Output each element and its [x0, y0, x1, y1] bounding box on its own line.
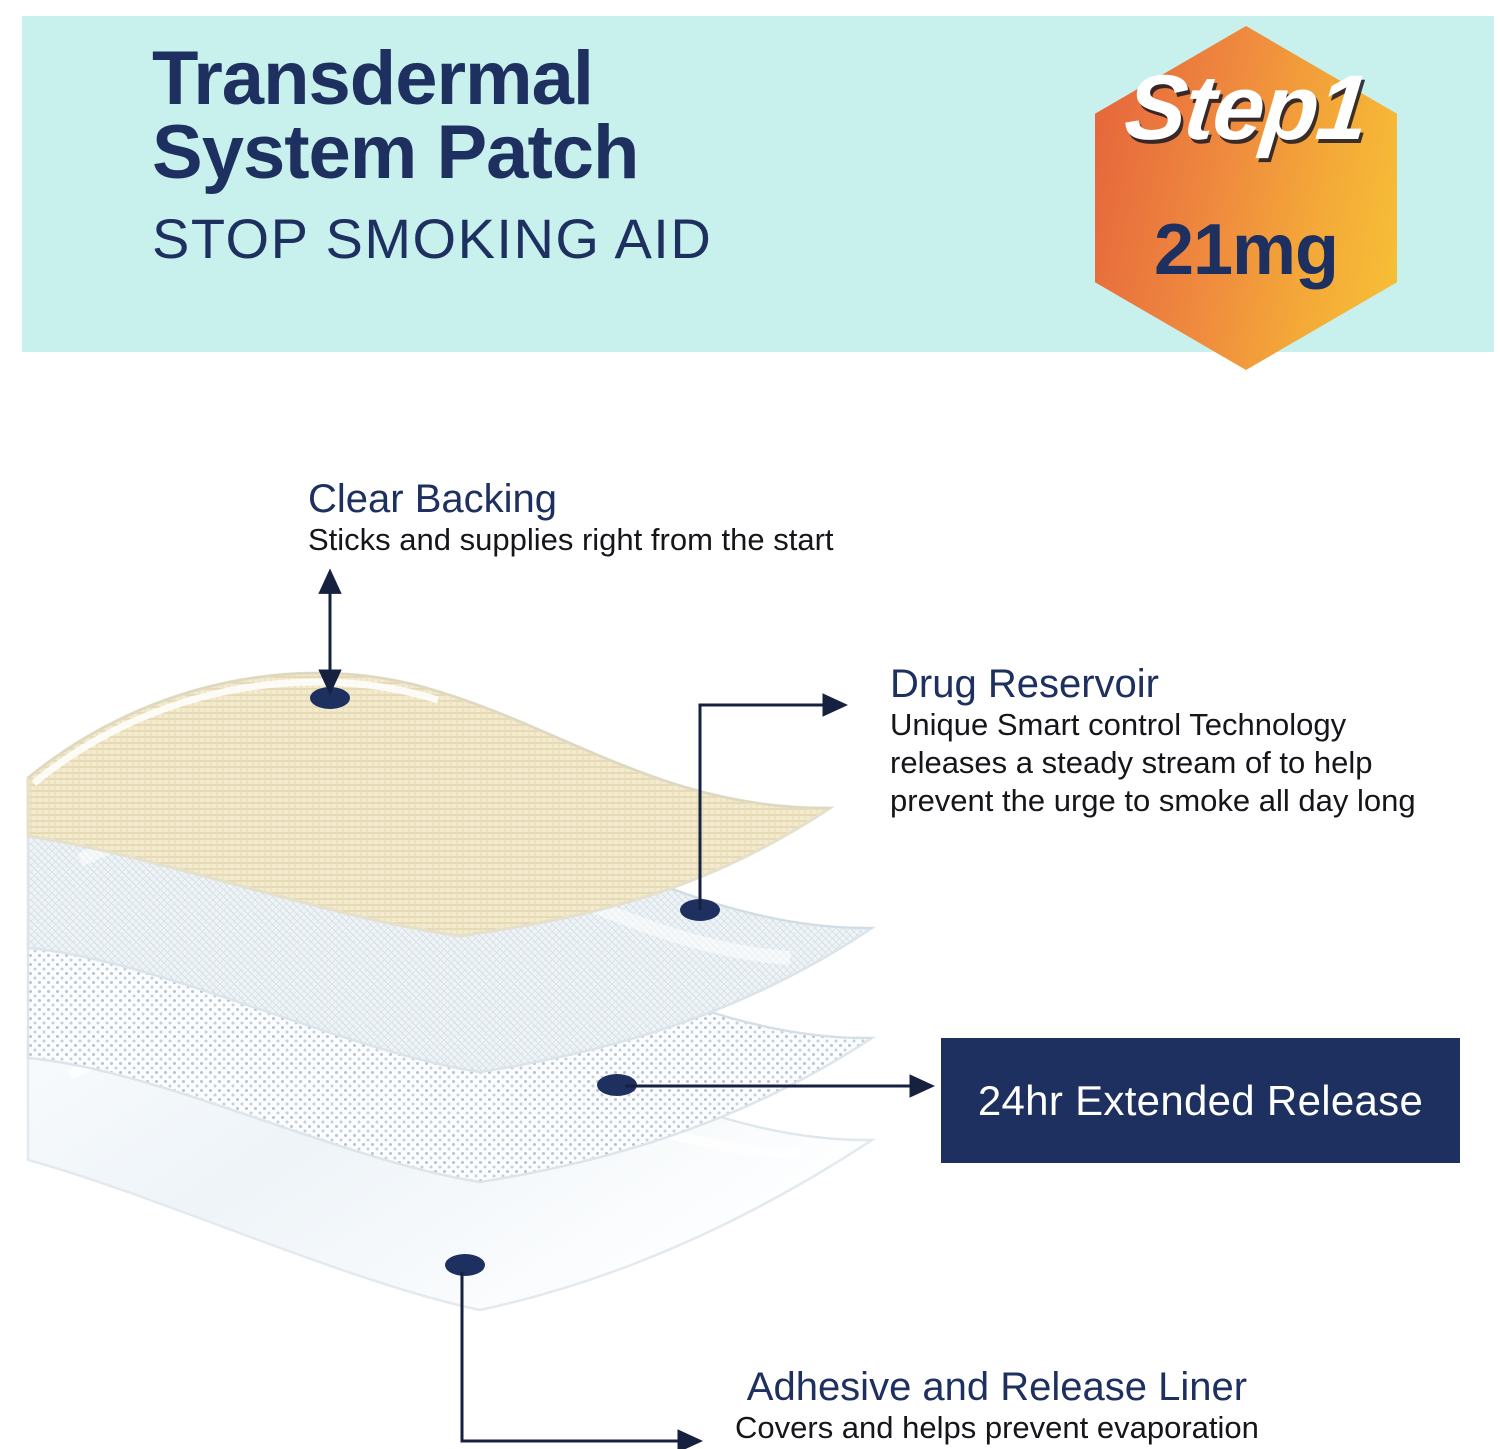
callout-drug-reservoir-body-line-1: Unique Smart control Technology [890, 707, 1347, 743]
page-title: Transdermal System Patch STOP SMOKING AI… [152, 36, 962, 270]
callout-clear-backing-body: Sticks and supplies right from the start [308, 522, 834, 558]
callout-drug-reservoir-body-line-2: releases a steady stream of to help [890, 745, 1373, 780]
layer-marker-clear-backing [310, 687, 350, 709]
layer-marker-adhesive-liner [445, 1254, 485, 1276]
patch-layers-svg [26, 671, 877, 1312]
callout-drug-reservoir-title: Drug Reservoir [890, 662, 1159, 706]
callout-adhesive-liner-body: Covers and helps prevent evaporation [735, 1410, 1259, 1446]
callout-extended-release-label: 24hr Extended Release [977, 1076, 1424, 1124]
callout-extended-release-box: 24hr Extended Release [941, 1038, 1460, 1163]
callout-drug-reservoir: Drug Reservoir Unique Smart control Tech… [890, 662, 1460, 820]
title-line-2: System Patch [152, 110, 639, 196]
title-line-1: Transdermal [152, 36, 594, 121]
header-band: Transdermal System Patch STOP SMOKING AI… [22, 16, 1494, 370]
badge-dose-label: 21mg [1153, 210, 1339, 290]
callout-drug-reservoir-body-line-3: prevent the urge to smoke all day long [890, 782, 1416, 818]
layer-marker-extended-release [597, 1074, 637, 1096]
callout-clear-backing: Clear Backing Sticks and supplies right … [308, 477, 834, 559]
layer-marker-drug-reservoir [680, 899, 720, 921]
patch-layer-diagram [10, 620, 890, 1340]
callout-clear-backing-title: Clear Backing [308, 477, 558, 521]
callout-adhesive-liner-title: Adhesive and Release Liner [746, 1365, 1248, 1409]
page-subtitle: STOP SMOKING AID [152, 206, 713, 270]
callout-adhesive-liner: Adhesive and Release Liner Covers and he… [735, 1365, 1259, 1447]
badge-step-label: Step1 [1120, 57, 1372, 159]
step-dose-badge: Step1 21mg [1095, 26, 1397, 370]
